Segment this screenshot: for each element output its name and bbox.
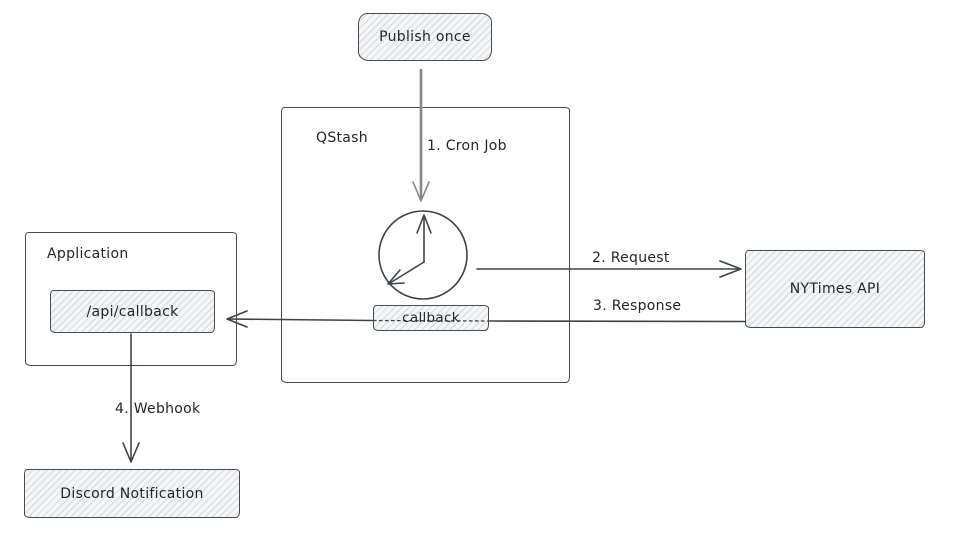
request-edge-label: 2. Request [592, 250, 670, 266]
webhook-edge-label: 4. Webhook [115, 401, 201, 417]
node-nytimes-api: NYTimes API [745, 250, 925, 328]
api-callback-label: /api/callback [86, 303, 179, 320]
publish-once-label: Publish once [379, 29, 471, 45]
discord-notification-label: Discord Notification [60, 485, 204, 502]
qstash-label: QStash [316, 130, 368, 146]
node-qstash-container [281, 107, 570, 383]
callback-label: callback [402, 310, 460, 326]
nytimes-api-label: NYTimes API [789, 281, 881, 297]
node-callback: callback [373, 305, 489, 331]
node-api-callback: /api/callback [50, 290, 215, 333]
cron-job-edge-label: 1. Cron Job [427, 138, 507, 154]
application-label: Application [47, 246, 129, 262]
node-discord-notification: Discord Notification [24, 469, 240, 518]
response-edge-label: 3. Response [593, 298, 682, 314]
node-publish-once: Publish once [358, 13, 492, 61]
